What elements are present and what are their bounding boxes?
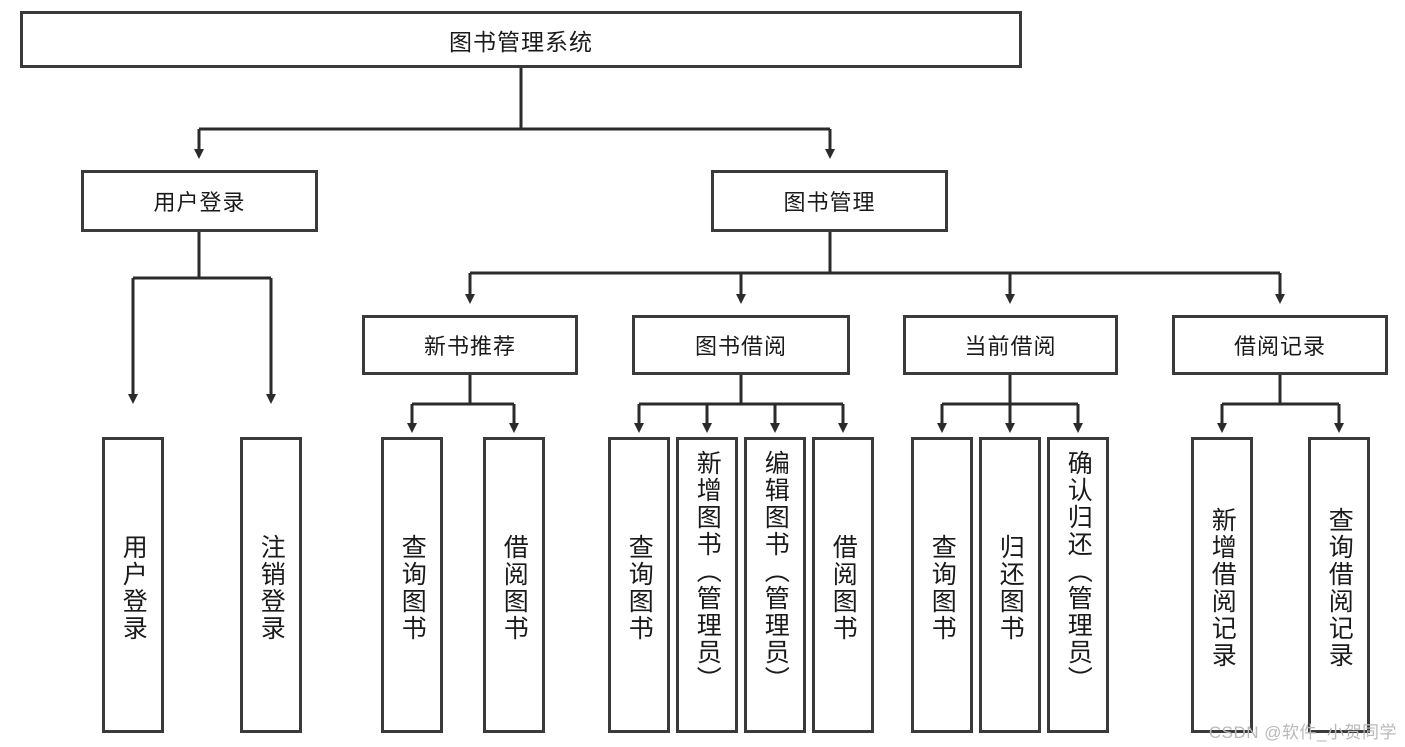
leaf-nb-query-book-label: 查询图书 [398,534,427,642]
leaf-nb-borrow-book-label: 借阅图书 [500,534,529,642]
leaf-logout[interactable]: 注销登录 [240,437,302,733]
node-root[interactable]: 图书管理系统 [20,11,1022,68]
leaf-br-add-record-label: 新增借阅记录 [1208,507,1237,669]
node-current-borrow-label: 当前借阅 [964,334,1057,359]
leaf-bb-query-book-inner: 查询图书 [611,446,667,730]
leaf-bb-query-book-label: 查询图书 [625,534,654,642]
node-book-borrow-label: 图书借阅 [694,334,787,359]
leaf-bb-add-book-admin-label: 新增图书（管理员） [693,450,722,693]
leaf-cb-query-book-inner: 查询图书 [914,446,970,730]
leaf-bb-edit-book-admin[interactable]: 编辑图书（管理员） [744,437,806,733]
leaf-cb-return-book[interactable]: 归还图书 [979,437,1041,733]
node-user-login-label: 用户登录 [153,190,246,215]
leaf-nb-borrow-book[interactable]: 借阅图书 [483,437,545,733]
leaf-bb-borrow-book-inner: 借阅图书 [815,446,871,730]
watermark-text: CSDN @软件_小贺同学 [1208,723,1397,742]
leaf-br-add-record[interactable]: 新增借阅记录 [1191,437,1253,733]
leaf-user-login-label: 用户登录 [119,534,148,642]
leaf-cb-confirm-return-admin-label: 确认归还（管理员） [1064,450,1093,693]
leaf-br-query-record[interactable]: 查询借阅记录 [1308,437,1370,733]
node-new-book-recommend[interactable]: 新书推荐 [362,315,578,375]
leaf-user-login-inner: 用户登录 [105,446,161,730]
leaf-logout-label: 注销登录 [257,534,286,642]
leaf-cb-confirm-return-admin[interactable]: 确认归还（管理员） [1047,437,1109,733]
node-book-management[interactable]: 图书管理 [711,170,948,232]
leaf-cb-return-book-label: 归还图书 [996,534,1025,642]
leaf-bb-query-book[interactable]: 查询图书 [608,437,670,733]
node-borrow-records-label: 借阅记录 [1233,334,1326,359]
leaf-cb-query-book-label: 查询图书 [928,534,957,642]
node-book-management-label: 图书管理 [783,190,876,215]
leaf-cb-return-book-inner: 归还图书 [982,446,1038,730]
node-borrow-records[interactable]: 借阅记录 [1172,315,1388,375]
leaf-nb-borrow-book-inner: 借阅图书 [486,446,542,730]
leaf-bb-borrow-book[interactable]: 借阅图书 [812,437,874,733]
leaf-bb-add-book-admin-inner: 新增图书（管理员） [679,446,735,734]
leaf-bb-borrow-book-label: 借阅图书 [829,534,858,642]
leaf-nb-query-book[interactable]: 查询图书 [381,437,443,733]
leaf-user-login[interactable]: 用户登录 [102,437,164,733]
leaf-br-query-record-label: 查询借阅记录 [1325,507,1354,669]
leaf-bb-add-book-admin[interactable]: 新增图书（管理员） [676,437,738,733]
node-new-book-recommend-label: 新书推荐 [423,334,516,359]
leaf-br-query-record-inner: 查询借阅记录 [1311,446,1367,730]
leaf-bb-edit-book-admin-label: 编辑图书（管理员） [761,450,790,693]
node-current-borrow[interactable]: 当前借阅 [903,315,1118,375]
leaf-cb-confirm-return-admin-inner: 确认归还（管理员） [1050,446,1106,734]
leaf-cb-query-book[interactable]: 查询图书 [911,437,973,733]
node-book-borrow[interactable]: 图书借阅 [632,315,850,375]
node-root-label: 图书管理系统 [449,28,593,55]
leaf-nb-query-book-inner: 查询图书 [384,446,440,730]
leaf-br-add-record-inner: 新增借阅记录 [1194,446,1250,730]
leaf-logout-inner: 注销登录 [243,446,299,730]
node-user-login[interactable]: 用户登录 [81,170,318,232]
leaf-bb-edit-book-admin-inner: 编辑图书（管理员） [747,446,803,734]
